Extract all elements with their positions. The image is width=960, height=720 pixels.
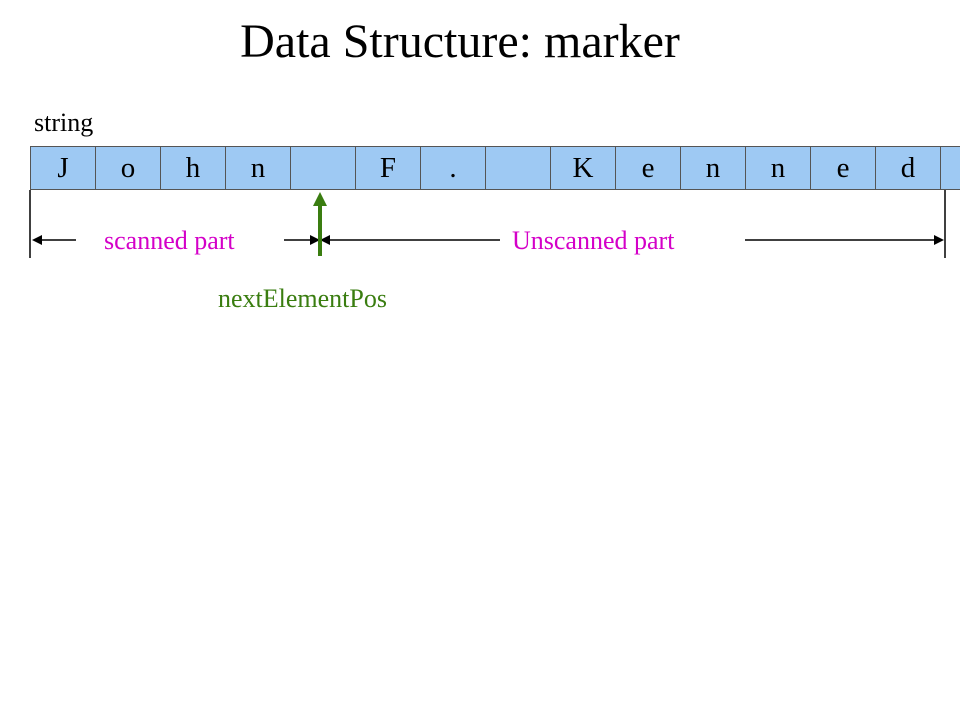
next-element-pos-label: nextElementPos [218, 284, 387, 313]
scanned-part-label: scanned part [104, 226, 235, 255]
cell-4 [291, 147, 356, 189]
cell-1: o [96, 147, 161, 189]
cell-12: e [811, 147, 876, 189]
cell-2: h [161, 147, 226, 189]
cell-6: . [421, 147, 486, 189]
cell-7 [486, 147, 551, 189]
cell-0: J [31, 147, 96, 189]
slide-title: Data Structure: marker [240, 15, 680, 68]
scanned-right-arrowhead [310, 235, 320, 245]
marker-arrowhead [313, 192, 327, 206]
scanned-left-arrowhead [32, 235, 42, 245]
cell-3: n [226, 147, 291, 189]
string-label: string [34, 108, 94, 137]
cell-11: n [746, 147, 811, 189]
string-cells: J o h n F . K e n n e d y [30, 146, 960, 190]
cell-8: K [551, 147, 616, 189]
unscanned-right-arrowhead [934, 235, 944, 245]
cell-9: e [616, 147, 681, 189]
unscanned-part-label: Unscanned part [512, 226, 675, 255]
cell-5: F [356, 147, 421, 189]
unscanned-left-arrowhead [320, 235, 330, 245]
cell-13: d [876, 147, 941, 189]
cell-10: n [681, 147, 746, 189]
